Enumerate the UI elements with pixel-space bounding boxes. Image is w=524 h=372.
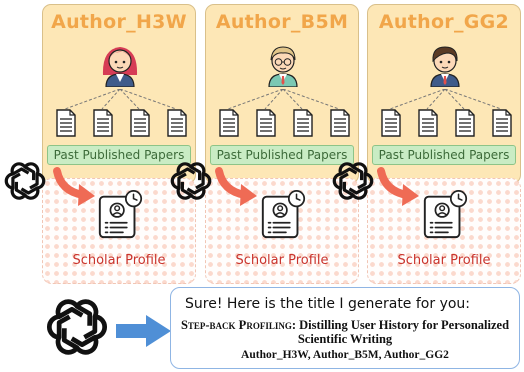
curved-arrow-icon	[214, 166, 260, 210]
openai-logo-icon	[46, 296, 108, 358]
generated-title-rest: Distilling User History for Personalized…	[297, 318, 510, 346]
response-bubble: Sure! Here is the title I generate for y…	[170, 287, 520, 369]
author-panel: Author_H3W Past Published Papers	[42, 4, 196, 184]
author-name: Author_B5M	[215, 11, 349, 33]
paper-document-icon	[56, 109, 76, 137]
paper-document-icon	[492, 109, 512, 137]
paper-document-icon	[219, 109, 239, 137]
scholar-profile-box: Scholar Profile	[42, 178, 196, 284]
response-intro: Sure! Here is the title I generate for y…	[185, 296, 471, 312]
paper-document-icon	[381, 109, 401, 137]
curved-arrow-icon	[376, 166, 422, 210]
curved-arrow-icon	[52, 166, 98, 210]
paper-document-icon	[256, 109, 276, 137]
scholar-profile-label: Scholar Profile	[72, 253, 166, 268]
author-name: Author_H3W	[51, 11, 187, 33]
paper-document-icon	[330, 109, 350, 137]
right-arrow-icon	[116, 315, 171, 347]
author-panel: Author_GG2 Past Published Papers	[367, 4, 521, 184]
generated-authors: Author_H3W, Author_B5M, Author_GG2	[241, 349, 449, 361]
scholar-profile-icon	[98, 189, 143, 239]
generated-title-method: Step-back Profiling:	[180, 318, 296, 332]
generated-title: Step-back Profiling: Distilling User His…	[175, 318, 515, 346]
paper-document-icon	[418, 109, 438, 137]
scholar-profile-icon	[423, 189, 468, 239]
papers-label: Past Published Papers	[372, 145, 516, 165]
paper-links	[389, 89, 502, 109]
openai-logo-icon	[332, 160, 374, 202]
paper-links	[227, 89, 340, 109]
paper-document-icon	[167, 109, 187, 137]
author-avatar-icon	[268, 46, 298, 87]
scholar-profile-box: Scholar Profile	[367, 178, 521, 284]
openai-logo-icon	[170, 160, 212, 202]
paper-links	[64, 89, 177, 109]
paper-document-icon	[293, 109, 313, 137]
paper-document-icon	[130, 109, 150, 137]
scholar-profile-icon	[261, 189, 306, 239]
openai-logo-icon	[4, 160, 46, 202]
author-panel: Author_B5M Past Published Papers	[205, 4, 359, 184]
scholar-profile-box: Scholar Profile	[205, 178, 359, 284]
paper-document-icon	[455, 109, 475, 137]
scholar-profile-label: Scholar Profile	[235, 253, 329, 268]
papers-label: Past Published Papers	[210, 145, 354, 165]
author-avatar-icon	[430, 46, 460, 87]
paper-document-icon	[93, 109, 113, 137]
author-avatar-icon	[102, 47, 138, 87]
papers-label: Past Published Papers	[47, 145, 191, 165]
author-name: Author_GG2	[378, 11, 510, 33]
scholar-profile-label: Scholar Profile	[397, 253, 491, 268]
